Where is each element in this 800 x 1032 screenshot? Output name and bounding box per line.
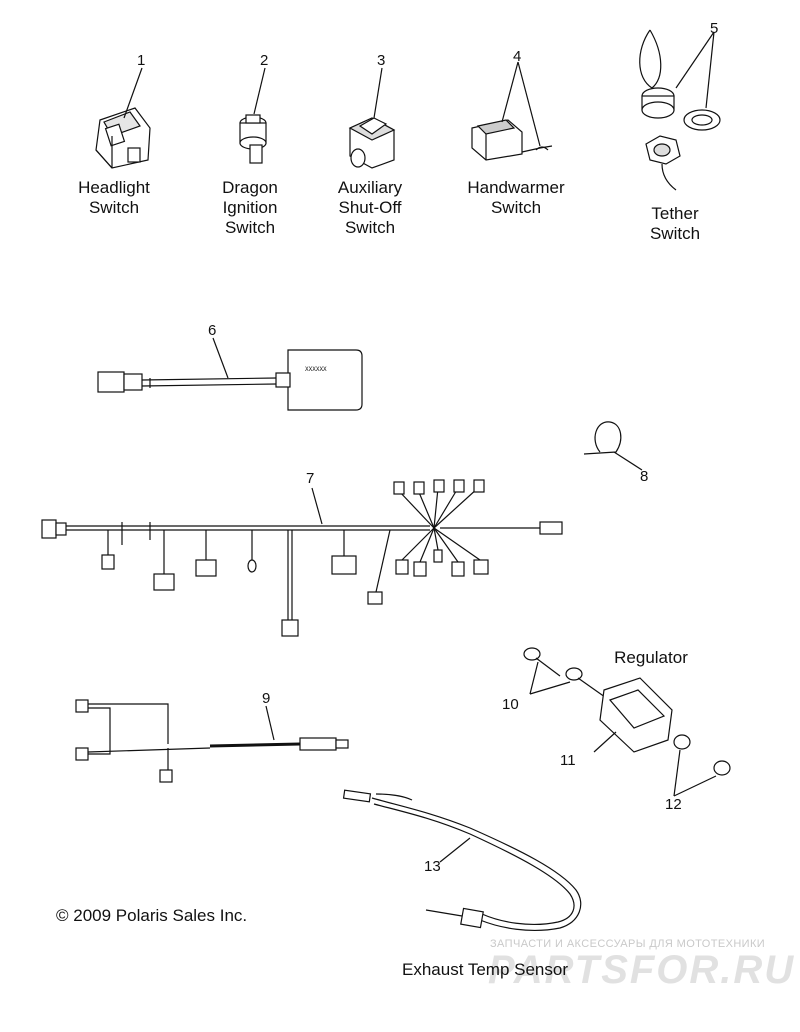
ignition-switch-illustration (239, 67, 267, 164)
label-headlight-switch: Headlight Switch (60, 178, 168, 218)
auxiliary-switch-illustration (348, 67, 396, 169)
part-number-12: 12 (665, 796, 682, 813)
label-line: Auxiliary (337, 178, 403, 197)
part-number-10: 10 (502, 696, 519, 713)
part-number-3: 3 (377, 52, 386, 69)
handwarmer-switch-illustration (471, 61, 553, 161)
part-number-2: 2 (260, 52, 269, 69)
headlight-switch-illustration (95, 67, 151, 169)
label-line: Headlight (78, 178, 150, 197)
handwarmer-harness-illustration (75, 699, 349, 783)
label-line: Switch (88, 198, 140, 217)
label-line: Tether (651, 204, 699, 223)
part-number-1: 1 (137, 52, 146, 69)
tether-switch-illustration (639, 29, 721, 191)
copyright-text: © 2009 Polaris Sales Inc. (56, 906, 248, 925)
label-line: Shut-Off (338, 198, 402, 217)
part-number-11: 11 (560, 752, 576, 769)
label-auxiliary-switch: Auxiliary Shut-Off Switch (322, 178, 418, 238)
part-number-7: 7 (306, 470, 315, 487)
label-line: Ignition (222, 198, 278, 217)
part-number-4: 4 (513, 48, 522, 65)
label-line: Switch (224, 218, 276, 237)
regulator-illustration (523, 647, 731, 797)
module-marking: XXXXXX (305, 366, 327, 373)
label-exhaust-temp-sensor: Exhaust Temp Sensor (402, 960, 568, 979)
label-tether-switch: Tether Switch (630, 204, 720, 244)
label-line: Switch (490, 198, 542, 217)
label-line: Dragon (222, 178, 278, 197)
watermark-tagline: ЗАПЧАСТИ И АКСЕССУАРЫ ДЛЯ МОТОТЕХНИКИ (490, 938, 766, 950)
label-line: Switch (344, 218, 396, 237)
part-number-5: 5 (710, 20, 719, 37)
main-harness-illustration (41, 479, 563, 637)
part-number-6: 6 (208, 322, 217, 339)
cable-tie-illustration (583, 421, 643, 471)
module-harness-illustration (97, 337, 363, 411)
watermark-logo: PARTSFOR.RU (488, 948, 796, 992)
exhaust-sensor-illustration (342, 789, 582, 932)
label-line: Handwarmer (467, 178, 565, 197)
part-number-13: 13 (424, 858, 441, 875)
part-number-9: 9 (262, 690, 271, 707)
label-line: Switch (649, 224, 701, 243)
label-regulator: Regulator (614, 648, 688, 667)
label-handwarmer-switch: Handwarmer Switch (452, 178, 580, 218)
part-number-8: 8 (640, 468, 649, 485)
label-ignition-switch: Dragon Ignition Switch (205, 178, 295, 238)
